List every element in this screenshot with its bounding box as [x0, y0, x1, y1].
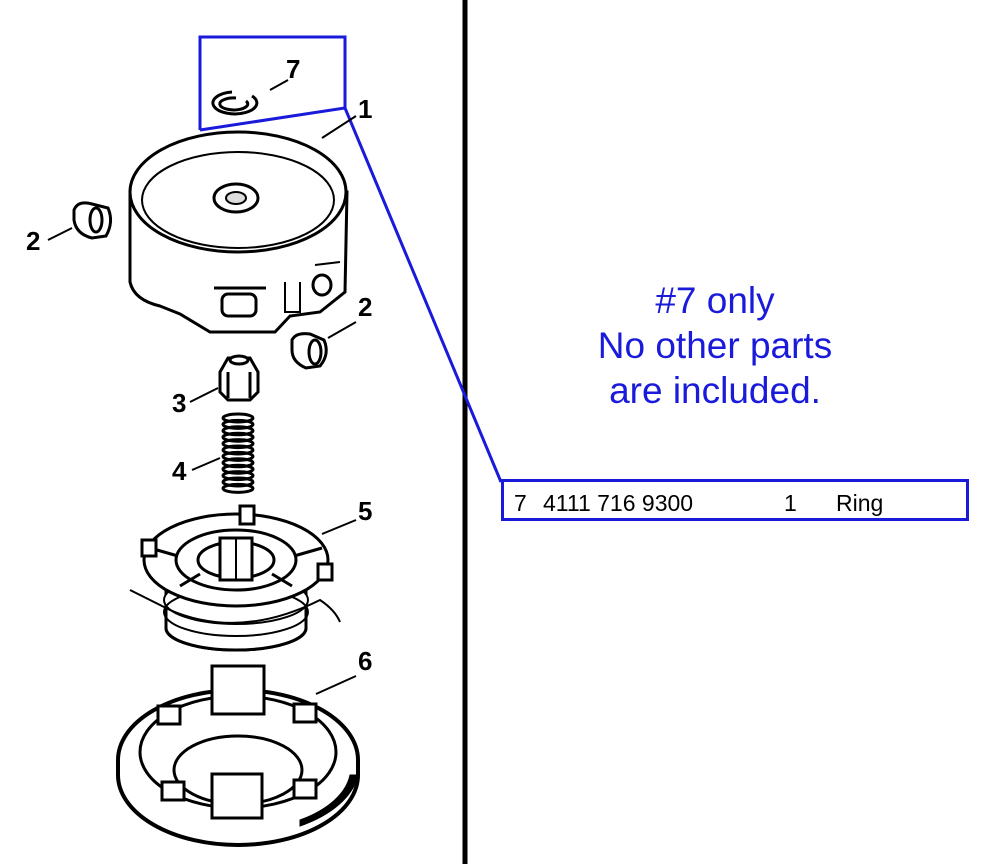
spring-coil: [221, 482, 255, 494]
callout-5: 5: [358, 496, 372, 526]
spring-coil: [221, 450, 255, 462]
spring-coil: [221, 425, 255, 437]
spring-coil: [221, 476, 255, 488]
spring-coil: [221, 444, 255, 456]
callout-4: 4: [172, 456, 187, 486]
highlight-callout: [198, 35, 503, 483]
callout-6: 6: [358, 646, 372, 676]
spring-coil: [221, 418, 255, 430]
spring-part-4: [221, 412, 255, 494]
note-line-2: No other parts: [597, 325, 833, 366]
spring-coil: [221, 438, 255, 450]
spring-coil: [221, 463, 255, 475]
clip-part-2-right: [290, 332, 328, 370]
note-line-3: are included.: [609, 370, 821, 411]
part-list-row: 7 4111 716 9300 1 Ring: [501, 479, 969, 521]
nut-part-3: [218, 354, 260, 402]
spring-coil: [221, 457, 255, 469]
callout-3: 3: [172, 388, 186, 418]
spring-coil: [221, 412, 255, 424]
callout-2-right: 2: [358, 292, 372, 322]
callout-1: 1: [358, 94, 372, 124]
inclusion-note: #7 only No other parts are included.: [540, 278, 890, 413]
callout-2-left: 2: [26, 226, 40, 256]
callout-leaders: [47, 79, 357, 695]
clip-part-2-left: [72, 201, 113, 240]
note-line-1: #7 only: [655, 280, 775, 321]
row-part-number: 4111 716 9300: [543, 490, 694, 516]
spring-coil: [221, 470, 255, 482]
cover-part-6: [116, 664, 360, 847]
row-item-number: 7: [514, 490, 527, 516]
housing-part-1: [128, 130, 349, 334]
spool-part-5: [129, 504, 341, 652]
callout-7: 7: [286, 54, 300, 84]
row-description: Ring: [836, 490, 884, 516]
spring-coil: [221, 431, 255, 443]
ring-part-7: [211, 90, 259, 116]
row-quantity: 1: [784, 490, 797, 516]
